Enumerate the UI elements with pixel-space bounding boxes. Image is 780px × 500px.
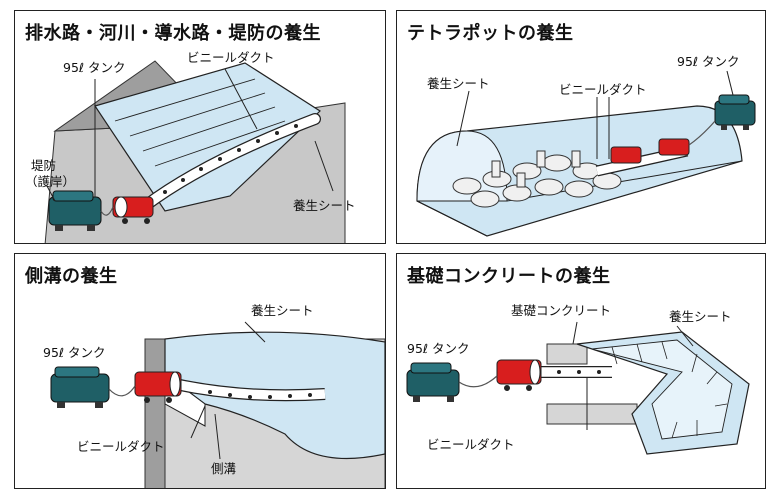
tank-icon (406, 362, 460, 402)
tank-icon (714, 94, 756, 130)
heater-icon (112, 196, 154, 224)
concrete-label: 基礎コンクリート (511, 303, 612, 318)
drainage-illustration (44, 60, 346, 243)
panel-foundation: 基礎コンクリートの養生 (396, 253, 766, 489)
sheet-label: 養生シート (251, 303, 314, 318)
panel-tetrapod: テトラポットの養生 (396, 10, 766, 244)
duct-label: ビニールダクト (187, 50, 275, 65)
sheet-label: 養生シート (669, 309, 732, 324)
ground-block (144, 338, 166, 488)
duct-label: ビニールダクト (77, 439, 165, 454)
sheet-label: 養生シート (427, 76, 490, 91)
sheet-label: 養生シート (293, 198, 356, 213)
panel-drainage: 排水路・河川・導水路・堤防の養生 (14, 10, 386, 244)
gutter-label: 側溝 (211, 461, 237, 476)
embankment-sub-label: （護岸） (25, 174, 76, 189)
foundation-blocks (546, 343, 638, 425)
tank-icon (48, 190, 102, 231)
tetrapod-group (452, 150, 622, 208)
heater-icon (134, 371, 182, 403)
tetrapod-illustration (416, 70, 756, 237)
foundation-illustration (406, 321, 750, 455)
duct-label: ビニールダクト (559, 82, 647, 97)
panel-gutter: 側溝の養生 養生シート 95ℓ タンク ビニ (14, 253, 386, 489)
heater-icon (496, 359, 542, 391)
tank-label: 95ℓ タンク (677, 54, 740, 69)
embankment-label: 堤防 (31, 158, 57, 173)
panel-title: 排水路・河川・導水路・堤防の養生 (25, 23, 321, 44)
tank-label: 95ℓ タンク (63, 60, 126, 75)
tank-icon (50, 366, 110, 408)
panel-title: 側溝の養生 (25, 266, 118, 287)
tank-label: 95ℓ タンク (407, 341, 470, 356)
gutter-illustration (50, 321, 385, 488)
duct-label: ビニールダクト (427, 437, 515, 452)
panel-title: 基礎コンクリートの養生 (407, 266, 611, 287)
heater-icon (610, 138, 690, 164)
tank-label: 95ℓ タンク (43, 345, 106, 360)
panel-title: テトラポットの養生 (407, 23, 574, 44)
